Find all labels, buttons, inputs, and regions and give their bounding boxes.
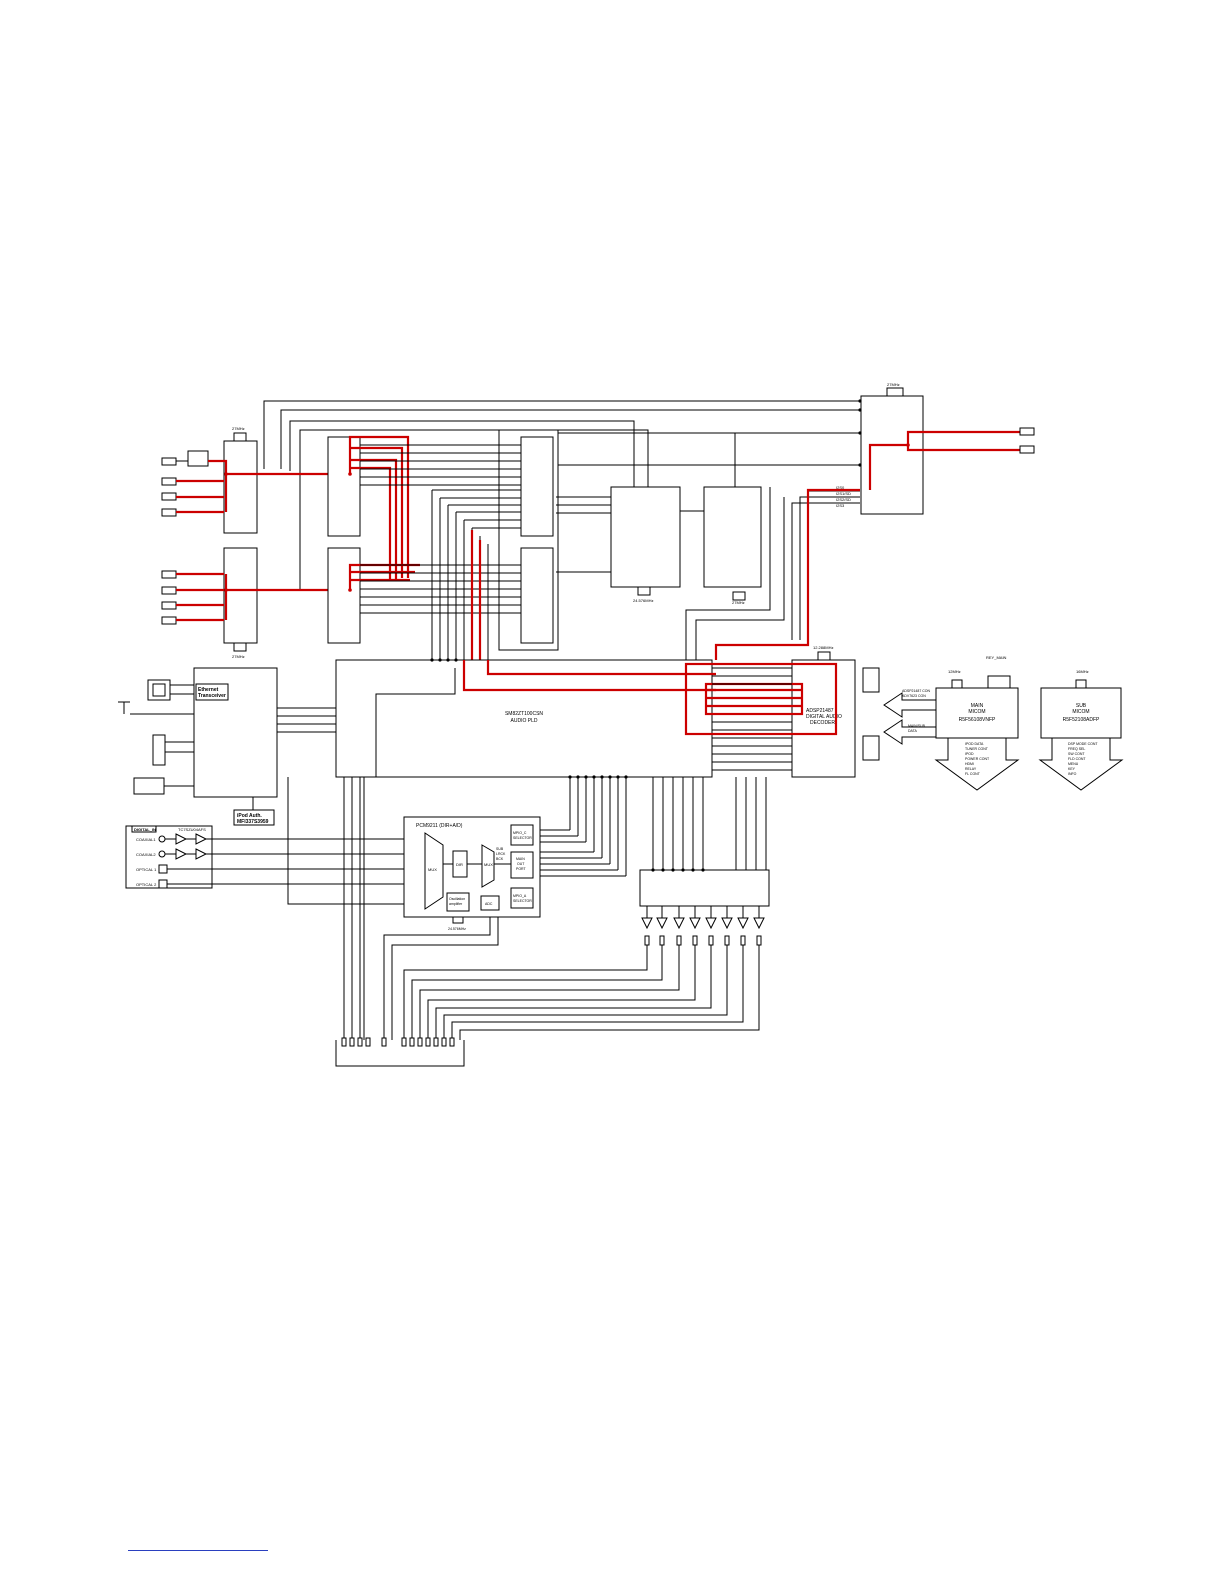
- processing-block-a: 24.576MHz: [556, 486, 704, 603]
- adsp-con-label: ADSP21487 CON: [902, 689, 930, 693]
- coaxial-1-label: COAXIAL1: [136, 837, 156, 842]
- coaxial-2-label: COAXIAL2: [136, 852, 156, 857]
- switch-blocks: [327, 429, 559, 651]
- junction-dots: [224, 399, 910, 872]
- left-input-selector-top: 27MHz: [161, 426, 330, 534]
- main-out-label: MAIN: [516, 857, 525, 861]
- micom-function: MENU: [1068, 762, 1079, 766]
- ethernet-label: Transceiver: [198, 693, 226, 699]
- crystal-label: 16MHz: [1076, 669, 1089, 674]
- micom-label: SUB: [1076, 703, 1087, 709]
- bottom-connector-pins: [341, 1037, 455, 1047]
- output-buffers: [641, 906, 765, 946]
- pcm-mux2-label: MUX: [484, 862, 493, 867]
- micom-part-label: R5F52108ADFP: [1063, 717, 1100, 723]
- optical-2-label: OPTICAL 2: [136, 882, 157, 887]
- micom-function: TUNER CONT: [965, 747, 989, 751]
- crystal-label: 12.288MHz: [813, 645, 833, 650]
- micom-function: FL CONT: [965, 772, 981, 776]
- micom-label: MICOM: [1072, 709, 1089, 715]
- micom-label: MICOM: [968, 709, 985, 715]
- adsp-con-label: ADV7623 CON: [902, 694, 926, 698]
- micom-function: SW CONT: [1068, 752, 1085, 756]
- left-input-selector-bottom: 27MHz: [161, 547, 330, 659]
- osc-label: amplifier: [449, 902, 463, 906]
- pcm9211-block: PCM9211 (DIR+A/D) MUX DIR MUX SUB LRCK B…: [403, 816, 626, 931]
- main-sub-data-label: DATA: [908, 729, 917, 733]
- pcm-sub-label: SUB: [496, 847, 504, 851]
- pcm-pld-lines: [287, 668, 627, 1040]
- pld-part-label: SM82ZT100CSN: [505, 711, 543, 717]
- crystal-label: 27MHz: [732, 600, 745, 605]
- micom-function: FLD CONT: [1068, 757, 1086, 761]
- main-micom: 12MHz REY_MAIN MAIN MICOM R5F56108VNFP I…: [883, 655, 1020, 791]
- main-sub-data-label: MAIN/SUB: [908, 724, 926, 728]
- output-routing: [335, 777, 760, 1067]
- micom-part-label: R5F56108VNFP: [959, 717, 996, 723]
- ipod-auth-part: MFI337S3959: [237, 819, 269, 825]
- micom-label: MAIN: [971, 703, 984, 709]
- upper-switch-lines: [360, 444, 521, 486]
- mpio-c-label: SELECTOR: [513, 836, 532, 840]
- dsp-part-label: ADSP21487: [806, 708, 834, 714]
- pld-vertical-inputs: [431, 489, 521, 660]
- buffer-part-label: TC7SZU04AFS: [178, 827, 206, 832]
- pcm-part-label: PCM9211 (DIR+A/D): [416, 823, 463, 829]
- micom-function: KEY: [1068, 767, 1076, 771]
- ipod-auth-label: iPod Auth.: [237, 813, 262, 819]
- dsp-function-label: DIGITAL AUDIO: [806, 714, 842, 720]
- processing-block-b: 27MHz: [685, 486, 785, 660]
- mpio-a-label: MPIO_A: [513, 894, 527, 898]
- mpio-a-label: SELECTOR: [513, 899, 532, 903]
- osc-label: Oscillation: [449, 897, 465, 901]
- pld-dsp-lines: [712, 667, 792, 771]
- adc-label: ADC: [485, 902, 493, 906]
- micom-function: RELAY: [965, 767, 977, 771]
- hdmi-signal-label: I2S1/SD: [836, 491, 851, 496]
- micom-function: IPOD: [965, 752, 974, 756]
- ethernet-label: Ethernet: [198, 687, 219, 693]
- crystal-label: 24.576MHz: [448, 927, 466, 931]
- micom-function: POWER CONT: [965, 757, 990, 761]
- footer-link-underline[interactable]: [128, 1550, 268, 1551]
- micom-function: FREQ SEL: [1068, 747, 1085, 751]
- dsp-function-label: DECODER: [810, 720, 835, 726]
- main-out-label: OUT: [517, 862, 525, 866]
- hdmi-signal-label: I2S3: [836, 503, 845, 508]
- dsp-decoder: 12.288MHz ADSP21487 DIGITAL AUDIO DECODE…: [684, 645, 880, 778]
- crystal-label: 12MHz: [948, 669, 961, 674]
- relay-label: REY_MAIN: [986, 655, 1007, 660]
- amplifier-block: [639, 777, 770, 907]
- pld-function-label: AUDIO PLD: [511, 718, 538, 724]
- micom-function: DSP MODE CONT: [1068, 742, 1098, 746]
- micom-function: INFO: [1068, 772, 1077, 776]
- audio-pld: SM82ZT100CSN AUDIO PLD: [335, 659, 716, 778]
- micom-function: IPOD DATA: [965, 742, 984, 746]
- hdmi-signal-label: I2S2/SD: [836, 497, 851, 502]
- micom-function: HDMI: [965, 762, 974, 766]
- digital-input-block: DIGITAL_IN TC7SZU04AFS COAXIAL1 COAXIAL2…: [125, 825, 410, 889]
- crystal-label: 27MHz: [232, 654, 245, 659]
- pcm-mux-label: MUX: [428, 867, 437, 872]
- optical-1-label: OPTICAL 1: [136, 867, 157, 872]
- pcm-dir-label: DIR: [456, 862, 463, 867]
- pcm-sub-label: LRCK: [496, 852, 506, 856]
- red-signal-bus-upper: [348, 435, 410, 580]
- mpio-c-label: MPIO_C: [513, 831, 527, 835]
- sub-micom: 16MHz SUB MICOM R5F52108ADFP DSP MODE CO…: [1038, 669, 1124, 791]
- hdmi-signal-label: I2S0: [836, 485, 845, 490]
- ethernet-block: Ethernet Transceiver iPod Auth. MFI337S3…: [118, 667, 336, 826]
- crystal-label: 27MHz: [232, 426, 245, 431]
- pcm-sub-label: BCK: [496, 857, 504, 861]
- hdmi-receiver-block: 27MHz I2S0 I2S1/SD I2S2/SD I2S3: [714, 382, 1035, 660]
- digital-in-label: DIGITAL_IN: [134, 827, 156, 832]
- main-out-label: PORT: [516, 867, 527, 871]
- crystal-label: 24.576MHz: [633, 598, 653, 603]
- crystal-label-top-right: 27MHz: [887, 382, 900, 387]
